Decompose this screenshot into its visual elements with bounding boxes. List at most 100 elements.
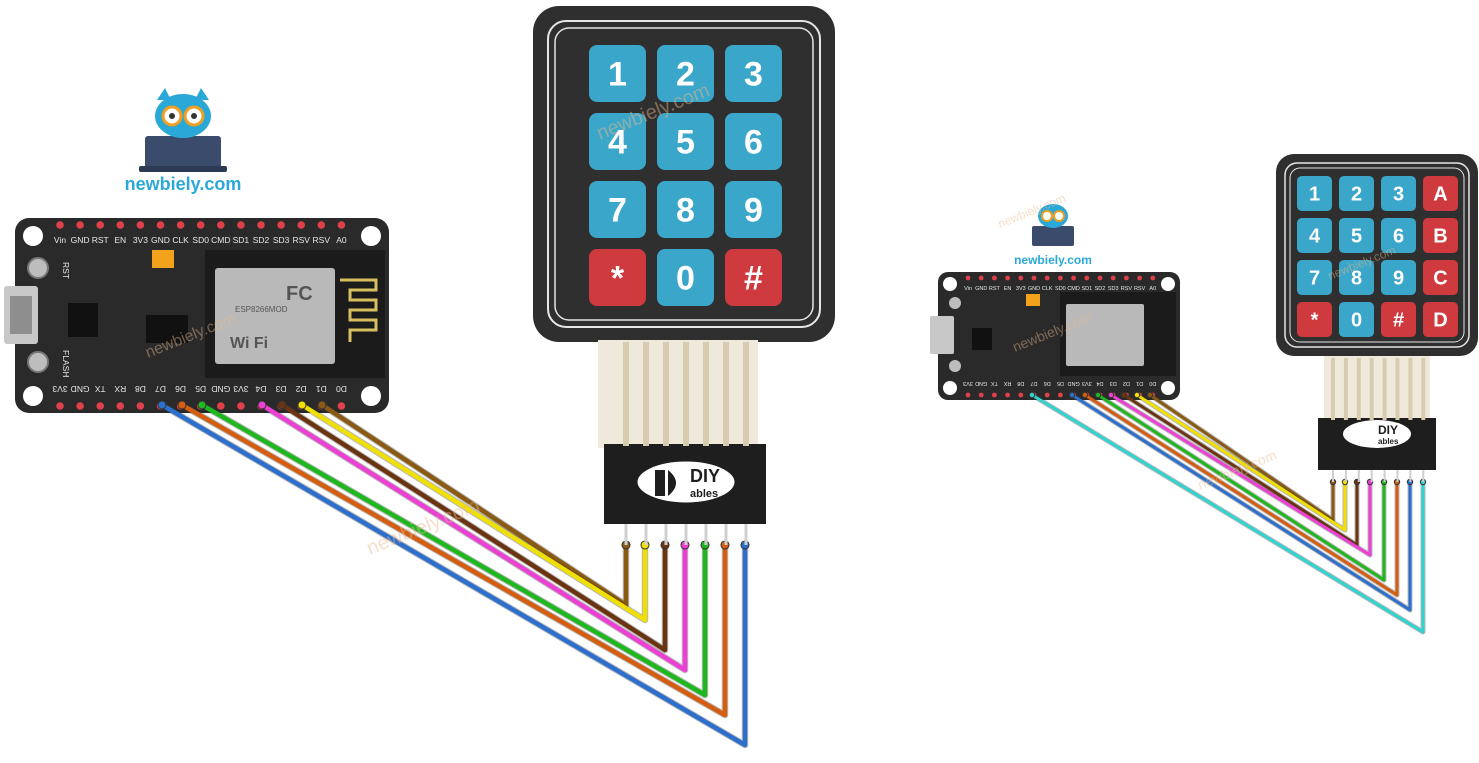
ribbon-cable-left [598, 340, 758, 448]
pin-label: CMD [211, 235, 230, 245]
pin-label: D6 [175, 384, 186, 394]
pin-label: D7 [1030, 380, 1037, 386]
pin-label: RST [989, 286, 1001, 292]
wire-right-5 [1083, 393, 1399, 597]
pin-header [1110, 275, 1116, 281]
wire-right-0 [1148, 393, 1335, 522]
pin-label: GND [975, 380, 987, 386]
pin-label: GND [211, 384, 230, 394]
pin-label: CLK [1042, 286, 1053, 292]
pin-header [965, 275, 971, 281]
keypad-4x4-key-label: # [1393, 310, 1404, 332]
pin-label: RX [1003, 380, 1011, 386]
pin-label: GND [151, 235, 170, 245]
pin-header [136, 221, 145, 229]
pin-header [1018, 392, 1024, 398]
keypad-3x4-key-4 [657, 113, 714, 170]
keypad-3x4-key-label: 6 [744, 124, 763, 162]
pin-header [978, 275, 984, 281]
wire-left-5-start [177, 400, 187, 410]
pin-header [1031, 275, 1037, 281]
pin-label: SD1 [233, 235, 250, 245]
pin-label: A0 [336, 235, 347, 245]
pin-header [1018, 275, 1024, 281]
pin-label: D2 [1123, 380, 1130, 386]
keypad-4x4-key-label: 7 [1309, 268, 1320, 290]
keypad-3x4-key-label: * [611, 260, 625, 298]
keypad-4x4-key-label: 5 [1351, 226, 1362, 248]
pin-label: D6 [1044, 380, 1051, 386]
wire-right-7 [1030, 393, 1425, 634]
pin-label: 3V3 [233, 384, 248, 394]
wire-right-5-start [1081, 391, 1089, 399]
keypad-3x4-key-11 [725, 249, 782, 306]
diyables-logo-subtext: ables [690, 488, 718, 500]
keypad-4x4-key-14 [1381, 302, 1416, 337]
keypad-3x4-key-5 [725, 113, 782, 170]
wire-left-4-start [197, 400, 207, 410]
wire-right-2 [1122, 393, 1359, 547]
pin-label: D5 [195, 384, 206, 394]
wire-left-1 [299, 402, 648, 623]
pin-label: SD1 [1081, 286, 1092, 292]
pin-header [156, 221, 165, 229]
pin-label: D3 [1110, 380, 1117, 386]
keypad-4x4-key-7 [1423, 218, 1458, 253]
pin-header [136, 402, 145, 410]
pin-header [992, 275, 997, 281]
pin-label: EN [114, 235, 126, 245]
keypad-3x4-key-label: 0 [676, 260, 695, 298]
pin-label: SD2 [1095, 286, 1106, 292]
keypad-3x4-key-9 [589, 249, 646, 306]
pin-header [96, 402, 104, 410]
pin-label: SD0 [192, 235, 209, 245]
pin-label: 3V3 [133, 235, 148, 245]
wire-right-0-start [1146, 391, 1154, 399]
pin-label: GND [975, 286, 987, 292]
keypad-4x4-key-label: D [1433, 310, 1447, 332]
wire-left-1-start [297, 400, 307, 410]
pin-label: D4 [1096, 380, 1103, 386]
wire-right-1-start [1133, 391, 1141, 399]
keypad-3x4-key-label: # [744, 260, 763, 298]
pin-header [1005, 392, 1010, 398]
keypad-3x4-key-10 [657, 249, 714, 306]
pin-header [237, 402, 245, 410]
pin-header [217, 221, 225, 229]
pin-header [297, 221, 306, 229]
pin-label: D8 [135, 384, 146, 394]
pin-header [176, 221, 185, 229]
wire-right-3-start [1107, 391, 1115, 399]
keypad-3x4-key-7 [657, 181, 714, 238]
ribbon-cable-right [1324, 356, 1430, 420]
diyables-logo-subtext-small: ables [1378, 437, 1399, 446]
diyables-logo-text: DIY [690, 466, 720, 486]
pin-label: RX [114, 384, 126, 394]
pin-header [1058, 392, 1063, 398]
pin-label: RST [92, 235, 109, 245]
pin-header [337, 221, 346, 229]
pin-label: D0 [1149, 380, 1156, 386]
pin-label: 3V3 [1016, 286, 1026, 292]
pin-header [1005, 275, 1010, 281]
keypad-4x4-key-label: 0 [1351, 310, 1362, 332]
keypad-3x4-key-label: 3 [744, 56, 763, 94]
pin-header [317, 221, 326, 229]
wire-right-4-start [1094, 391, 1102, 399]
pin-label: 3V3 [963, 380, 973, 386]
pin-header [237, 221, 245, 229]
keypad-3x4-key-3 [589, 113, 646, 170]
keypad-4x4-key-label: 1 [1309, 184, 1320, 206]
pin-label: SD3 [1108, 286, 1119, 292]
keypad-4x4-key-label: A [1433, 184, 1447, 206]
nodemcu-board-small [930, 272, 1180, 400]
pin-label: D5 [1057, 380, 1064, 386]
pin-label: RSV [313, 235, 331, 245]
pin-header [965, 392, 971, 398]
keypad-4x4-key-15 [1423, 302, 1458, 337]
keypad-4x4-key-6 [1381, 218, 1416, 253]
ribbon-lines-left [623, 342, 749, 545]
pin-header [1137, 275, 1142, 281]
